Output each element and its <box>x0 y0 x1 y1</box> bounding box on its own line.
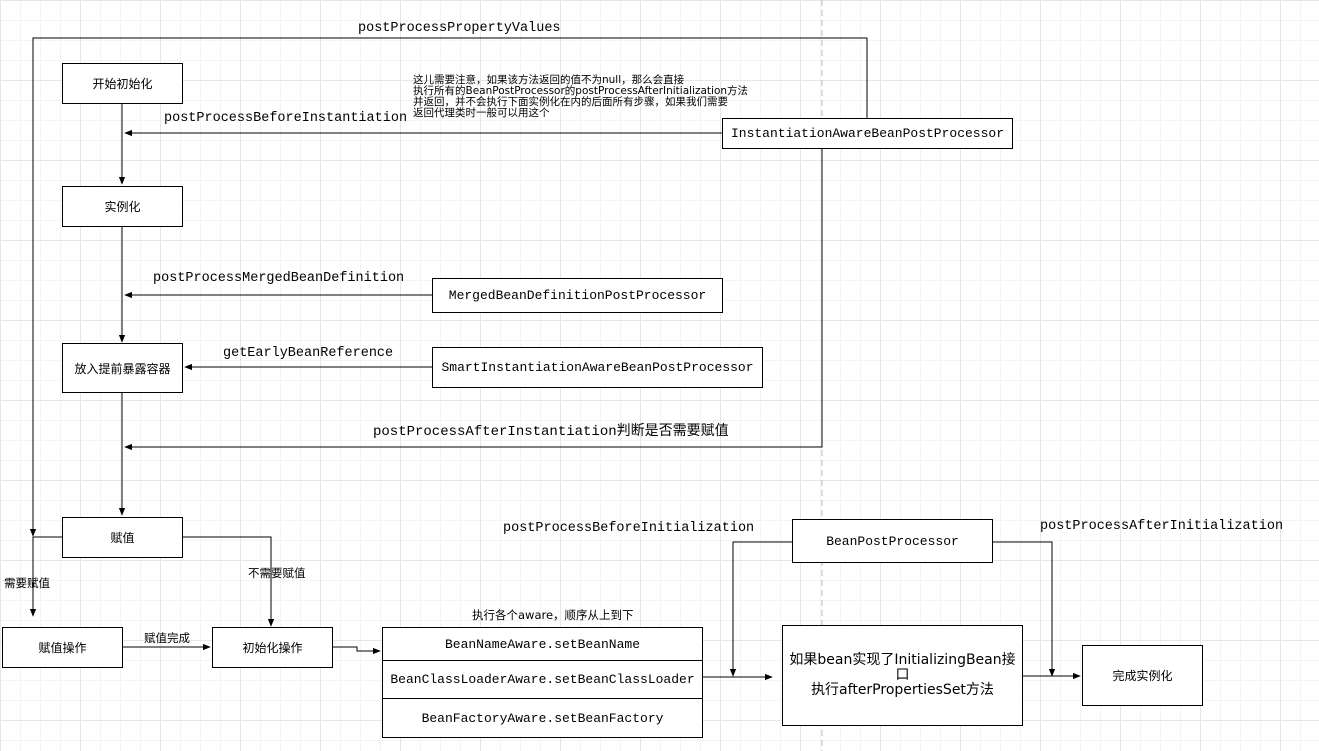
label-after-instantiation: postProcessAfterInstantiation判断是否需要赋值 <box>373 424 729 440</box>
node-init-operation[interactable]: 初始化操作 <box>212 627 333 668</box>
node-initializing-bean-line2: 执行afterPropertiesSet方法 <box>811 682 994 698</box>
annotation-note-line3: 并返回，并不会执行下面实例化在内的后面所有步骤，如果我们需要 <box>413 96 728 108</box>
node-aware-bean-classloader-label: BeanClassLoaderAware.setBeanClassLoader <box>390 672 695 687</box>
node-complete[interactable]: 完成实例化 <box>1082 645 1203 706</box>
node-aware-bean-classloader[interactable]: BeanClassLoaderAware.setBeanClassLoader <box>382 660 703 699</box>
node-merged-bean-definition-pp-label: MergedBeanDefinitionPostProcessor <box>448 288 707 303</box>
node-instantiation-aware-bpp-label: InstantiationAwareBeanPostProcessor <box>730 126 1005 141</box>
label-merged-definition: postProcessMergedBeanDefinition <box>153 271 405 286</box>
edge-after-instantiation <box>124 148 823 451</box>
label-after-initialization: postProcessAfterInitialization <box>1040 519 1284 534</box>
node-bean-post-processor[interactable]: BeanPostProcessor <box>792 519 993 563</box>
node-init-operation-label: 初始化操作 <box>242 641 303 655</box>
node-aware-bean-factory[interactable]: BeanFactoryAware.setBeanFactory <box>382 698 703 738</box>
node-assign[interactable]: 赋值 <box>62 517 183 558</box>
node-instantiation-aware-bpp[interactable]: InstantiationAwareBeanPostProcessor <box>722 118 1013 149</box>
node-instantiate-label: 实例化 <box>104 200 141 214</box>
label-early-reference: getEarlyBeanReference <box>223 346 394 361</box>
node-bean-post-processor-label: BeanPostProcessor <box>826 533 959 549</box>
label-no-need-assign: 不需要赋值 <box>248 566 306 580</box>
edge-after-initialization <box>992 541 1056 677</box>
node-start-init-label: 开始初始化 <box>92 77 153 91</box>
annotation-note: 这儿需要注意，如果该方法返回的值不为null，那么会直接 执行所有的BeanPo… <box>413 75 783 119</box>
node-assign-operation[interactable]: 赋值操作 <box>2 627 123 668</box>
node-start-init[interactable]: 开始初始化 <box>62 63 183 104</box>
label-property-values: postProcessPropertyValues <box>358 21 561 36</box>
edge-before-initialization <box>729 541 792 677</box>
node-aware-bean-factory-label: BeanFactoryAware.setBeanFactory <box>421 710 664 726</box>
label-before-instantiation: postProcessBeforeInstantiation <box>164 111 408 126</box>
node-smart-instantiation-aware-bpp[interactable]: SmartInstantiationAwareBeanPostProcessor <box>432 347 763 388</box>
annotation-note-line4: 返回代理类时一般可以用这个 <box>413 107 550 119</box>
node-merged-bean-definition-pp[interactable]: MergedBeanDefinitionPostProcessor <box>432 278 723 313</box>
label-need-assign: 需要赋值 <box>4 576 50 590</box>
annotation-note-line1: 这儿需要注意，如果该方法返回的值不为null，那么会直接 <box>413 74 685 86</box>
edge-init-to-aware <box>332 646 381 655</box>
node-initializing-bean[interactable]: 如果bean实现了InitializingBean接口 执行afterPrope… <box>782 625 1023 726</box>
label-assign-done: 赋值完成 <box>144 631 190 645</box>
label-before-initialization: postProcessBeforeInitialization <box>503 521 755 536</box>
node-instantiate[interactable]: 实例化 <box>62 186 183 227</box>
node-aware-bean-name[interactable]: BeanNameAware.setBeanName <box>382 627 703 661</box>
node-complete-label: 完成实例化 <box>1112 669 1173 683</box>
node-early-exposure-label: 放入提前暴露容器 <box>74 361 171 376</box>
node-smart-instantiation-aware-bpp-label: SmartInstantiationAwareBeanPostProcessor <box>441 360 754 375</box>
node-aware-bean-name-label: BeanNameAware.setBeanName <box>444 636 641 652</box>
annotation-note-line2: 执行所有的BeanPostProcessor的postProcessAfterI… <box>413 85 749 97</box>
node-assign-label: 赋值 <box>110 531 135 545</box>
node-early-exposure[interactable]: 放入提前暴露容器 <box>62 343 183 393</box>
label-aware-sequence: 执行各个aware，顺序从上到下 <box>472 608 634 622</box>
node-initializing-bean-line1: 如果bean实现了InitializingBean接口 <box>789 652 1016 683</box>
node-assign-operation-label: 赋值操作 <box>38 641 87 655</box>
edge-no-need-assign <box>182 536 275 627</box>
edge-need-assign <box>29 536 62 617</box>
edge-property-values <box>29 37 868 537</box>
